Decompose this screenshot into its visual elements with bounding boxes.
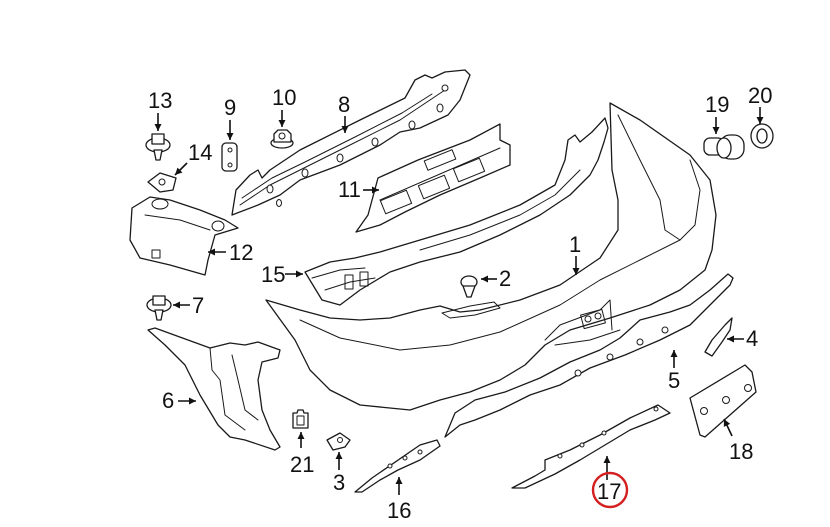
arrowhead-11 [372,186,379,194]
part-4-side-trim[interactable] [704,317,733,357]
callout-7[interactable]: 7 [192,293,204,318]
part-18-license-plate-bracket[interactable] [689,364,757,438]
callout-3[interactable]: 3 [333,470,345,495]
part-17-lower-shield[interactable] [511,404,671,489]
part-11-energy-absorber[interactable] [355,123,511,233]
part-7-bolt[interactable] [146,295,172,321]
arrowhead-17 [603,456,611,463]
callout-20[interactable]: 20 [748,83,772,108]
part-8-reinforcement-bar[interactable] [231,69,471,216]
part-6-side-bracket[interactable] [147,327,281,451]
part-5-lower-valance[interactable] [444,273,734,438]
callout-4[interactable]: 4 [746,326,758,351]
arrowhead-10 [278,120,286,127]
arrowhead-20 [756,117,764,124]
arrowhead-5 [670,350,678,357]
callout-9[interactable]: 9 [224,95,236,120]
highlight-circle-17 [591,471,629,509]
callout-15[interactable]: 15 [261,262,285,287]
part-19-park-sensor[interactable] [703,134,745,160]
arrowhead-15 [296,270,303,278]
arrowhead-1 [572,268,580,275]
part-9-plate[interactable] [221,142,238,172]
arrowhead-12 [208,248,215,256]
arrowhead-3 [335,452,343,459]
callout-labels: 1 2 3 4 5 6 7 8 9 10 11 12 13 14 15 16 1… [148,83,772,523]
part-20-sensor-ring[interactable] [750,123,774,149]
arrowhead-2 [481,275,488,283]
arrowhead-19 [712,127,720,134]
part-14-clip-nut[interactable] [147,172,177,193]
part-13-bolt[interactable] [145,133,171,161]
callout-1[interactable]: 1 [569,232,581,257]
callout-5[interactable]: 5 [668,368,680,393]
callout-11[interactable]: 11 [338,177,361,202]
callout-12[interactable]: 12 [229,240,253,265]
part-15-upper-retainer[interactable] [304,117,609,306]
callout-18[interactable]: 18 [729,439,753,464]
arrowhead-21 [297,432,305,439]
part-21-retainer-clip[interactable] [292,409,309,429]
arrowhead-13 [154,124,162,131]
part-2-push-clip[interactable] [460,275,478,298]
callout-2[interactable]: 2 [499,266,511,291]
callout-leaders [154,107,764,495]
arrowhead-16 [395,477,403,484]
callout-13[interactable]: 13 [148,88,172,113]
arrowhead-4 [727,335,734,343]
callout-10[interactable]: 10 [272,85,296,110]
callout-19[interactable]: 19 [705,92,729,117]
callout-8[interactable]: 8 [338,92,350,117]
callout-17[interactable]: 17 [597,479,621,504]
arrowhead-7 [173,301,180,309]
arrowhead-9 [226,133,234,140]
part-12-corner-bracket[interactable] [129,196,239,276]
part-16-lower-bracket[interactable] [354,439,441,493]
arrowhead-18 [723,419,731,427]
part-3-u-nut[interactable] [326,432,351,451]
arrowhead-8 [341,126,349,133]
part-10-flange-nut[interactable] [270,129,294,149]
callout-6[interactable]: 6 [162,388,174,413]
callout-14[interactable]: 14 [188,140,212,165]
callout-21[interactable]: 21 [290,452,314,477]
arrowhead-14 [175,167,183,175]
arrowhead-6 [189,397,196,405]
part-1-bumper-cover[interactable] [265,102,717,411]
callout-16[interactable]: 16 [387,498,411,523]
